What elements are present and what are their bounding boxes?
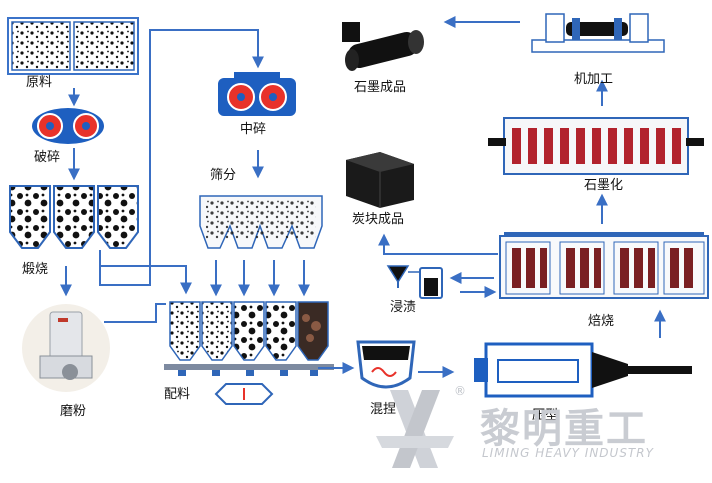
label-roasting: 焙烧: [588, 314, 615, 329]
calciner-image: [9, 185, 139, 249]
graphite-product-image: [342, 22, 424, 71]
carbon-block-image: [346, 152, 414, 208]
screening-image: [199, 195, 323, 249]
label-raw: 原料: [26, 75, 53, 90]
press-image: [474, 342, 692, 398]
label-kneading: 混捏: [370, 402, 397, 417]
brand-name-en: LIMING HEAVY INDUSTRY: [482, 446, 654, 460]
line-calcine-to-medium-crush: [99, 29, 264, 286]
graphitization-furnace-image: [488, 117, 704, 175]
label-screen: 筛分: [210, 168, 237, 183]
label-impregnation: 浸渍: [390, 300, 417, 315]
raw-material-image: [7, 17, 139, 75]
label-graphite-product: 石墨成品: [354, 80, 407, 95]
kneading-pot-image: [356, 340, 416, 389]
label-batching: 配料: [164, 387, 191, 402]
label-pressing: 压型: [532, 408, 559, 423]
line-grind-to-batching: [104, 303, 166, 323]
roasting-furnace-image: [499, 232, 709, 299]
label-crush: 破碎: [34, 150, 61, 165]
brand-name-cn: 黎明重工: [480, 406, 648, 452]
brand-watermark: ® 黎明重工 LIMING HEAVY INDUSTRY: [372, 378, 712, 483]
label-carbon-product: 炭块成品: [352, 212, 405, 227]
label-grind: 磨粉: [60, 404, 87, 419]
machining-image: [531, 13, 665, 53]
label-calcine: 煅烧: [22, 262, 49, 277]
medium-crusher-image: [218, 72, 296, 116]
registered-mark: ®: [454, 384, 466, 398]
crusher-image: [32, 108, 104, 144]
grinding-mill-image: [22, 304, 110, 392]
batching-bins-image: [164, 301, 334, 405]
label-machining: 机加工: [574, 72, 614, 87]
impregnation-image: [386, 265, 443, 299]
label-medium-crush: 中碎: [240, 122, 267, 137]
line-roast-to-carbon-product: [378, 233, 498, 255]
label-graphitization: 石墨化: [584, 178, 624, 193]
line-calcine-to-batching: [100, 265, 192, 295]
brand-logo-icon: [376, 390, 454, 468]
